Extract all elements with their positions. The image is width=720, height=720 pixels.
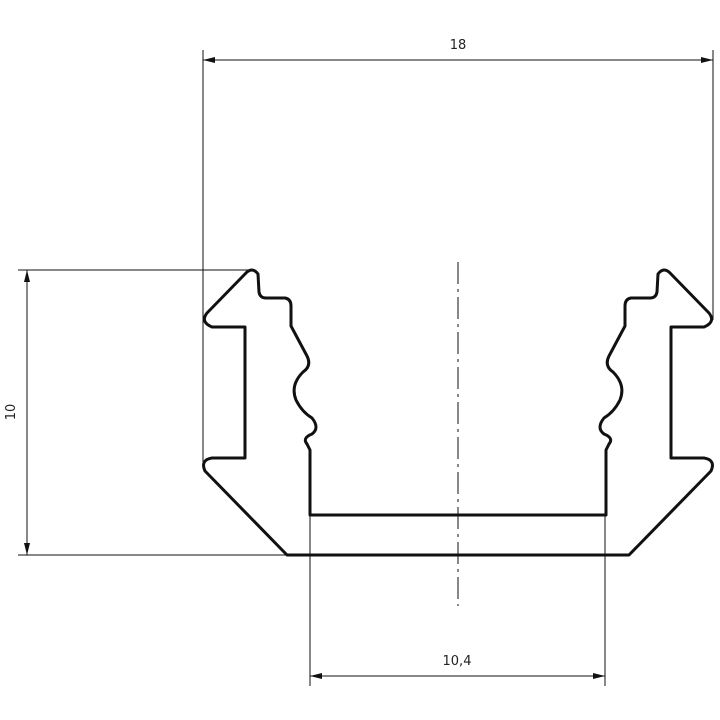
aluminium-profile <box>202 268 714 557</box>
profile-right-half <box>456 268 714 557</box>
profile-left-half <box>202 268 458 557</box>
dimension-label-height: 10 <box>4 404 19 421</box>
extension-lines <box>18 50 714 686</box>
dimension-label-width: 18 <box>450 38 467 53</box>
dimension-label-inner-width: 10,4 <box>443 654 472 669</box>
